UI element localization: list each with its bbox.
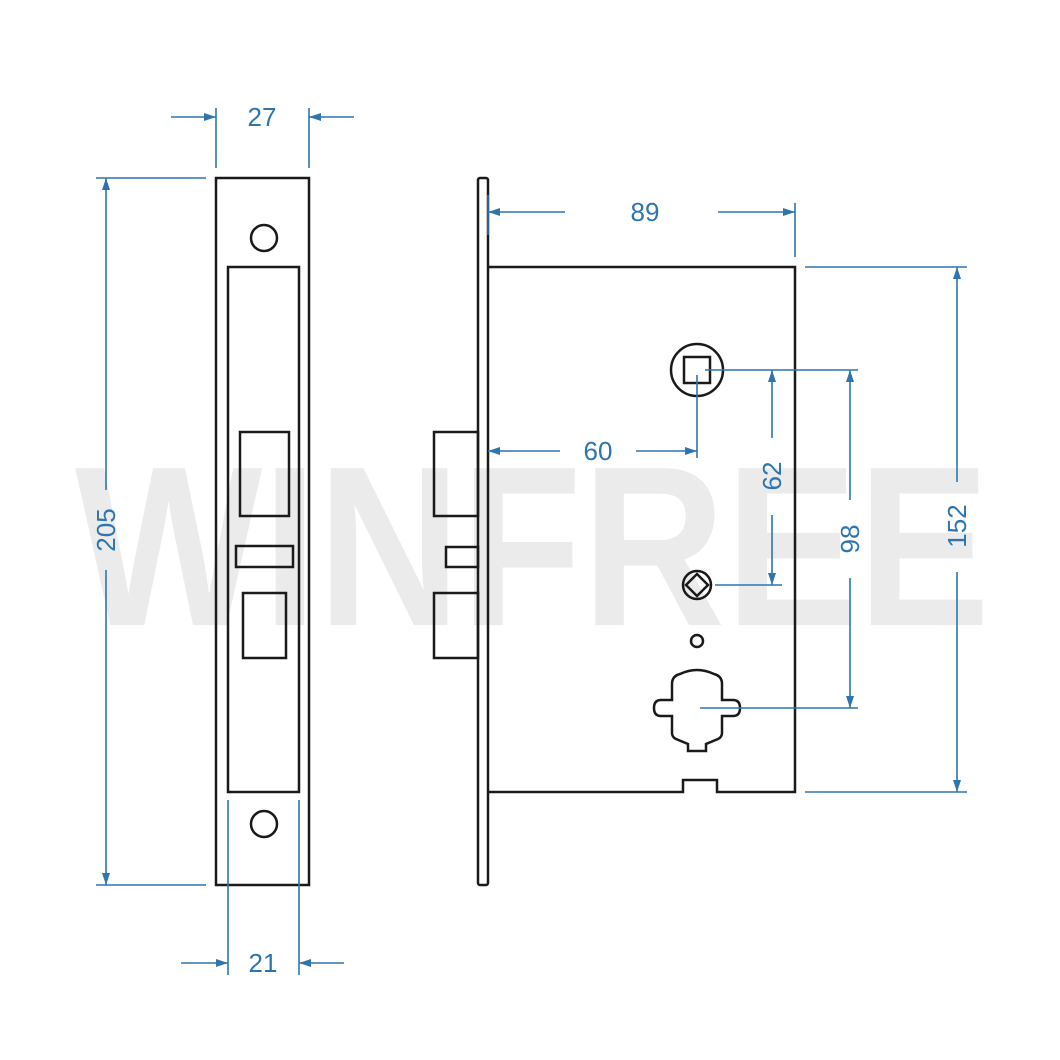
dimension-62: 62 [705,369,858,586]
dimension-27: 27 [171,102,354,168]
faceplate-outline [214,176,311,887]
dimension-205: 205 [91,177,206,886]
deadbolt-opening [241,591,288,660]
trigger-opening [234,544,295,569]
screw-hole-top [249,223,279,253]
thumbturn-square [684,572,710,598]
dimension-152: 152 [805,266,972,793]
dimension-89: 89 [487,195,796,257]
latch-opening [238,430,291,518]
lock-body-side-view [432,176,797,887]
latch-bolt [432,430,480,518]
cylinder-hole [652,668,742,753]
dimension-label: 98 [835,525,865,554]
trigger-bolt [444,545,480,569]
dimension-label: 60 [584,436,613,466]
dimension-label: 152 [942,504,972,547]
dimension-label: 89 [631,197,660,227]
dimension-21: 21 [181,800,344,978]
thumbturn-hub [681,569,713,601]
dimension-label: 27 [248,102,277,132]
dimension-label: 62 [757,462,787,491]
inner-plate [226,265,301,794]
faceplate-front-view [214,176,311,887]
deadbolt [432,591,480,660]
lock-case [488,265,797,794]
dimension-label: 205 [91,508,121,551]
dimension-60: 60 [488,375,698,466]
screw-hole-bottom [249,809,279,839]
faceplate-side [476,176,490,887]
dimension-label: 21 [249,948,278,978]
small-hole [689,633,705,649]
dimension-98: 98 [700,370,865,709]
